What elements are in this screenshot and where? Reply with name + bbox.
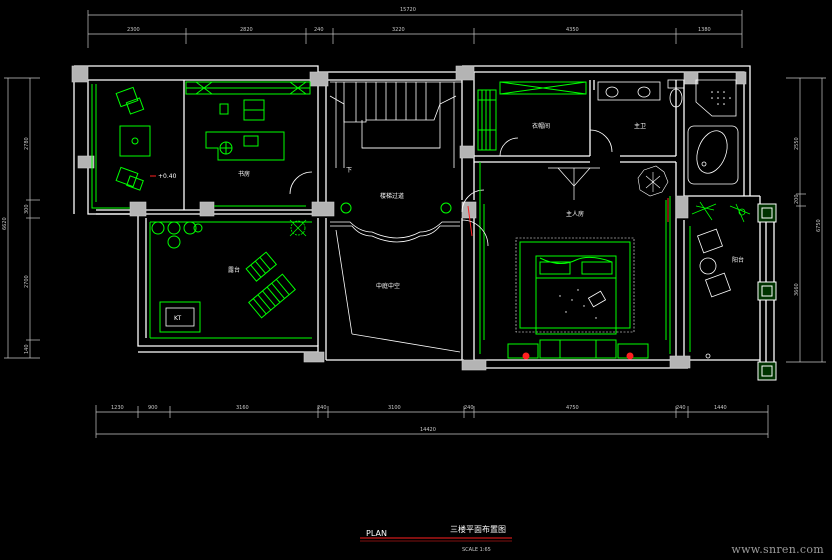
closet-label: 衣帽间 (532, 122, 550, 130)
top-total-dim: 15720 (400, 7, 416, 13)
bottom-dim-4: 240 (317, 405, 327, 411)
structural-columns (71, 65, 747, 371)
master-bedroom-label: 主人房 (566, 210, 584, 218)
top-dimension-chain: 15720 2300 2820 240 3220 4350 1380 (87, 7, 743, 48)
bottom-dim-9: 1440 (714, 405, 727, 411)
bottom-dim-2: 900 (148, 405, 158, 411)
scale-label: SCALE 1:65 (462, 547, 491, 553)
balcony-furniture: 阳台 (689, 201, 751, 359)
balcony-label: 阳台 (732, 256, 744, 264)
void-label: 中庭中空 (376, 282, 400, 290)
left-total-dim: 6620 (2, 217, 8, 230)
master-bedroom-furniture: 主人房 (461, 162, 671, 360)
top-dim-4: 3220 (392, 27, 405, 33)
study-level-label: +0.40 (158, 173, 177, 180)
top-dim-6: 1380 (698, 27, 711, 33)
watermark: www.snren.com (731, 543, 824, 556)
left-dim-3: 2700 (24, 275, 30, 288)
top-dim-5: 4350 (566, 27, 579, 33)
right-total-dim: 6750 (816, 219, 822, 232)
top-dim-3: 240 (314, 27, 324, 33)
bottom-dim-1: 1230 (111, 405, 124, 411)
bottom-total-dim: 14420 (420, 427, 436, 433)
title-block: PLAN 三楼平面布置图 SCALE 1:65 (360, 524, 512, 553)
stair-down-label: 下 (346, 167, 352, 174)
top-dim-1: 2300 (127, 27, 140, 33)
bottom-dim-3: 3160 (236, 405, 249, 411)
top-dim-2: 2820 (240, 27, 253, 33)
closet-bath: 衣帽间 主卫 (477, 79, 739, 185)
bottom-dim-5: 3100 (388, 405, 401, 411)
terrace-furniture: KT 露台 (149, 202, 352, 339)
bottom-dim-6: 240 (464, 405, 474, 411)
right-dim-2: 200 (794, 194, 800, 204)
right-dimension-chain: 2550 200 3660 6750 (786, 77, 826, 363)
bottom-dim-8: 240 (676, 405, 686, 411)
walls (73, 65, 775, 374)
right-dim-1: 2550 (794, 137, 800, 150)
staircase: 下 楼梯过道 (329, 81, 462, 200)
left-dimension-chain: 6620 2780 300 2700 140 (2, 77, 40, 359)
stair-landing-label: 楼梯过道 (380, 192, 404, 200)
right-dim-3: 3660 (794, 283, 800, 296)
study-label: 书房 (238, 170, 250, 178)
left-dim-4: 140 (24, 344, 30, 354)
left-dim-2: 300 (24, 204, 30, 214)
kt-tag: KT (174, 315, 181, 322)
bath-label: 主卫 (634, 122, 646, 130)
drawing-title: 三楼平面布置图 (450, 524, 506, 534)
bottom-dim-7: 4750 (566, 405, 579, 411)
plan-label: PLAN (366, 529, 387, 538)
void-area: 中庭中空 (330, 189, 485, 353)
left-dim-1: 2780 (24, 137, 30, 150)
study-furniture: +0.40 书房 (91, 81, 313, 209)
balcony-posts (757, 203, 777, 381)
bottom-dimension-chain: 1230 900 3160 240 3100 240 4750 240 1440… (95, 405, 769, 438)
terrace-label: 露台 (228, 266, 240, 274)
